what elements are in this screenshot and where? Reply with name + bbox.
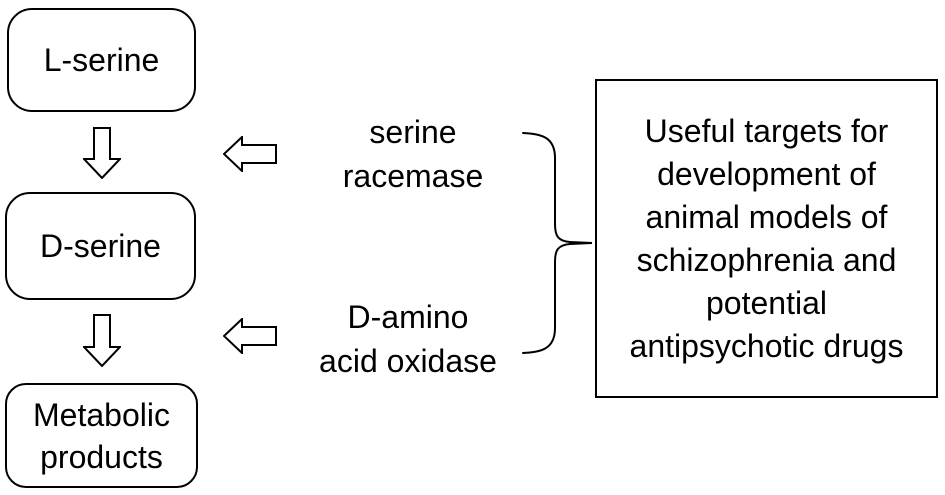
annotation-line: Useful targets for <box>644 112 889 149</box>
left-arrow-icon <box>222 134 277 177</box>
curly-brace-icon <box>518 126 598 367</box>
enzyme-label-line: acid oxidase <box>319 343 497 379</box>
node-metabolic-products-line: Metabolic <box>33 396 170 433</box>
left-arrow-icon <box>222 316 277 359</box>
node-d-serine-label: D-serine <box>40 228 161 264</box>
enzyme-label-line: racemase <box>342 158 484 194</box>
node-d-serine: D-serine <box>5 192 196 300</box>
annotation-line: potential <box>706 284 827 321</box>
enzyme-label-line: serine <box>369 114 457 150</box>
node-metabolic-products: Metabolic products <box>5 383 198 488</box>
annotation-line: animal models of <box>645 198 888 235</box>
node-l-serine-label: L-serine <box>43 42 160 78</box>
enzyme-label-line: D-amino <box>347 299 469 335</box>
annotation-line: development of <box>657 155 876 192</box>
annotation-box: Useful targets for development of animal… <box>595 79 938 398</box>
enzyme-label-d-amino-acid-oxidase: D-amino acid oxidase <box>298 295 518 383</box>
node-metabolic-products-line: products <box>40 438 163 475</box>
down-arrow-icon <box>81 127 123 184</box>
annotation-line: antipsychotic drugs <box>629 327 904 364</box>
annotation-line: schizophrenia and <box>636 241 897 278</box>
down-arrow-icon <box>81 314 123 372</box>
enzyme-label-serine-racemase: serine racemase <box>303 110 523 198</box>
node-l-serine: L-serine <box>7 8 196 112</box>
